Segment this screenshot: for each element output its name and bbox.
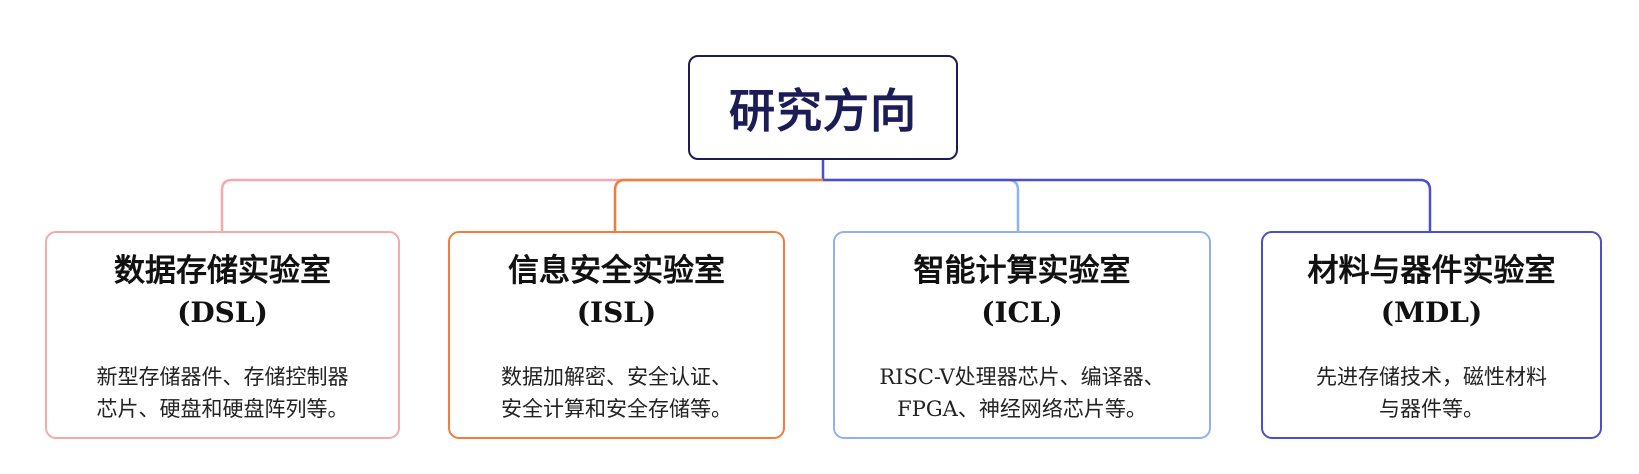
lab-abbreviation: (DSL) bbox=[177, 296, 268, 329]
connector-icl bbox=[823, 178, 1020, 231]
lab-node-isl: 信息安全实验室 (ISL) 数据加解密、安全认证、 安全计算和安全存储等。 bbox=[448, 231, 785, 439]
lab-name: 智能计算实验室 bbox=[913, 253, 1131, 289]
lab-description: RISC-V处理器芯片、编译器、 FPGA、神经网络芯片等。 bbox=[845, 361, 1199, 425]
lab-name: 数据存储实验室 bbox=[114, 253, 331, 289]
connector-mdl bbox=[823, 178, 1432, 231]
lab-description-line: FPGA、神经网络芯片等。 bbox=[897, 397, 1147, 421]
lab-description-line: 数据加解密、安全认证、 bbox=[501, 365, 732, 389]
lab-description-line: 先进存储技术，磁性材料 bbox=[1316, 365, 1547, 389]
lab-description-line: 与器件等。 bbox=[1379, 397, 1484, 421]
lab-abbreviation: (ICL) bbox=[981, 296, 1063, 329]
lab-node-mdl: 材料与器件实验室 (MDL) 先进存储技术，磁性材料 与器件等。 bbox=[1261, 231, 1602, 439]
lab-description-line: 安全计算和安全存储等。 bbox=[501, 397, 732, 421]
connector-dsl bbox=[220, 178, 823, 231]
lab-node-icl: 智能计算实验室 (ICL) RISC-V处理器芯片、编译器、 FPGA、神经网络… bbox=[833, 231, 1211, 439]
lab-name: 材料与器件实验室 bbox=[1307, 253, 1556, 289]
lab-description-line: 芯片、硬盘和硬盘阵列等。 bbox=[96, 397, 349, 421]
lab-description: 数据加解密、安全认证、 安全计算和安全存储等。 bbox=[460, 361, 773, 425]
lab-description-line: 新型存储器件、存储控制器 bbox=[96, 365, 349, 389]
lab-description: 新型存储器件、存储控制器 芯片、硬盘和硬盘阵列等。 bbox=[57, 361, 388, 425]
lab-name: 信息安全实验室 bbox=[508, 253, 725, 289]
root-title: 研究方向 bbox=[729, 83, 917, 138]
connector-isl bbox=[613, 178, 823, 231]
lab-node-dsl: 数据存储实验室 (DSL) 新型存储器件、存储控制器 芯片、硬盘和硬盘阵列等。 bbox=[45, 231, 400, 439]
lab-description-line: RISC-V处理器芯片、编译器、 bbox=[879, 365, 1165, 389]
lab-abbreviation: (MDL) bbox=[1380, 296, 1483, 329]
root-node: 研究方向 bbox=[688, 55, 958, 160]
lab-description: 先进存储技术，磁性材料 与器件等。 bbox=[1273, 361, 1590, 425]
lab-abbreviation: (ISL) bbox=[576, 296, 657, 329]
